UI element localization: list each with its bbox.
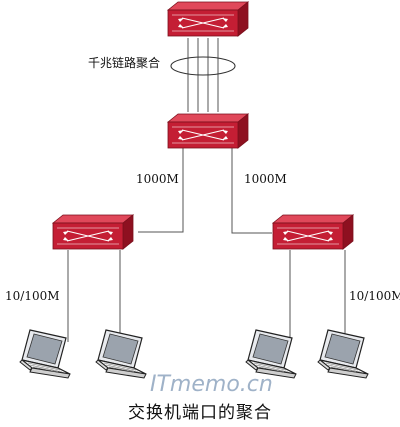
access-switch-right (272, 214, 354, 250)
laptop-4 (317, 329, 369, 379)
watermark: ITmemo.cn (150, 372, 273, 397)
uplink-left-label: 1000M (136, 172, 179, 186)
laptop-1 (19, 329, 71, 379)
core-switch-1 (167, 1, 249, 37)
uplink-right (231, 148, 272, 234)
access-links-left (67, 250, 121, 342)
laptop-2 (95, 329, 147, 379)
aggregation-ellipse (170, 56, 236, 76)
diagram-caption: 交换机端口的聚合 (128, 403, 272, 423)
uplink-left (138, 148, 184, 233)
laptop-3 (245, 329, 297, 379)
aggregation-label: 千兆链路聚合 (88, 56, 161, 70)
access-links-right (289, 250, 346, 342)
access-switch-left (52, 214, 134, 250)
core-switch-2 (167, 113, 249, 149)
access-right-label: 10/100M (349, 289, 400, 303)
access-left-label: 10/100M (5, 289, 60, 303)
uplink-right-label: 1000M (244, 172, 287, 186)
